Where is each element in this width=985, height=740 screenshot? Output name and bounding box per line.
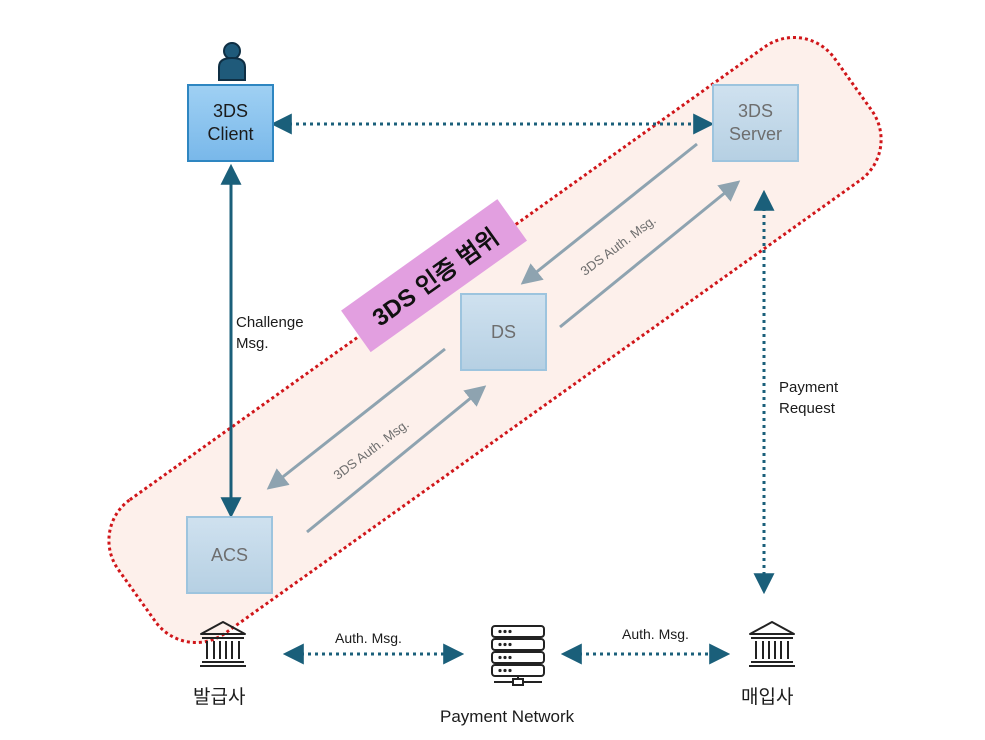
acquirer-label: 매입사: [741, 686, 794, 708]
user-icon: [218, 42, 246, 81]
3ds-server-node: 3DS Server: [712, 84, 799, 162]
server-to-ds-arrow: [520, 142, 698, 285]
issuer-label: 발급사: [193, 686, 246, 708]
bank-icon: [749, 621, 795, 667]
acs-to-ds-arrow: [306, 385, 487, 534]
auth-msg-left-label: Auth. Msg.: [335, 630, 402, 646]
server-rack-icon: [491, 625, 545, 686]
ds-to-acs-arrow: [266, 347, 446, 490]
3ds-client-node: 3DS Client: [187, 84, 274, 162]
ds-to-server-arrow: [559, 180, 741, 329]
payment-request-label: Payment Request: [779, 379, 839, 417]
auth-msg-right-label: Auth. Msg.: [622, 626, 689, 642]
acs-node: ACS: [186, 516, 273, 594]
payment-network-label: Payment Network: [440, 707, 575, 726]
bank-icon: [200, 621, 246, 667]
challenge-msg-label: Challenge Msg.: [236, 314, 304, 352]
ds-node: DS: [460, 293, 547, 371]
